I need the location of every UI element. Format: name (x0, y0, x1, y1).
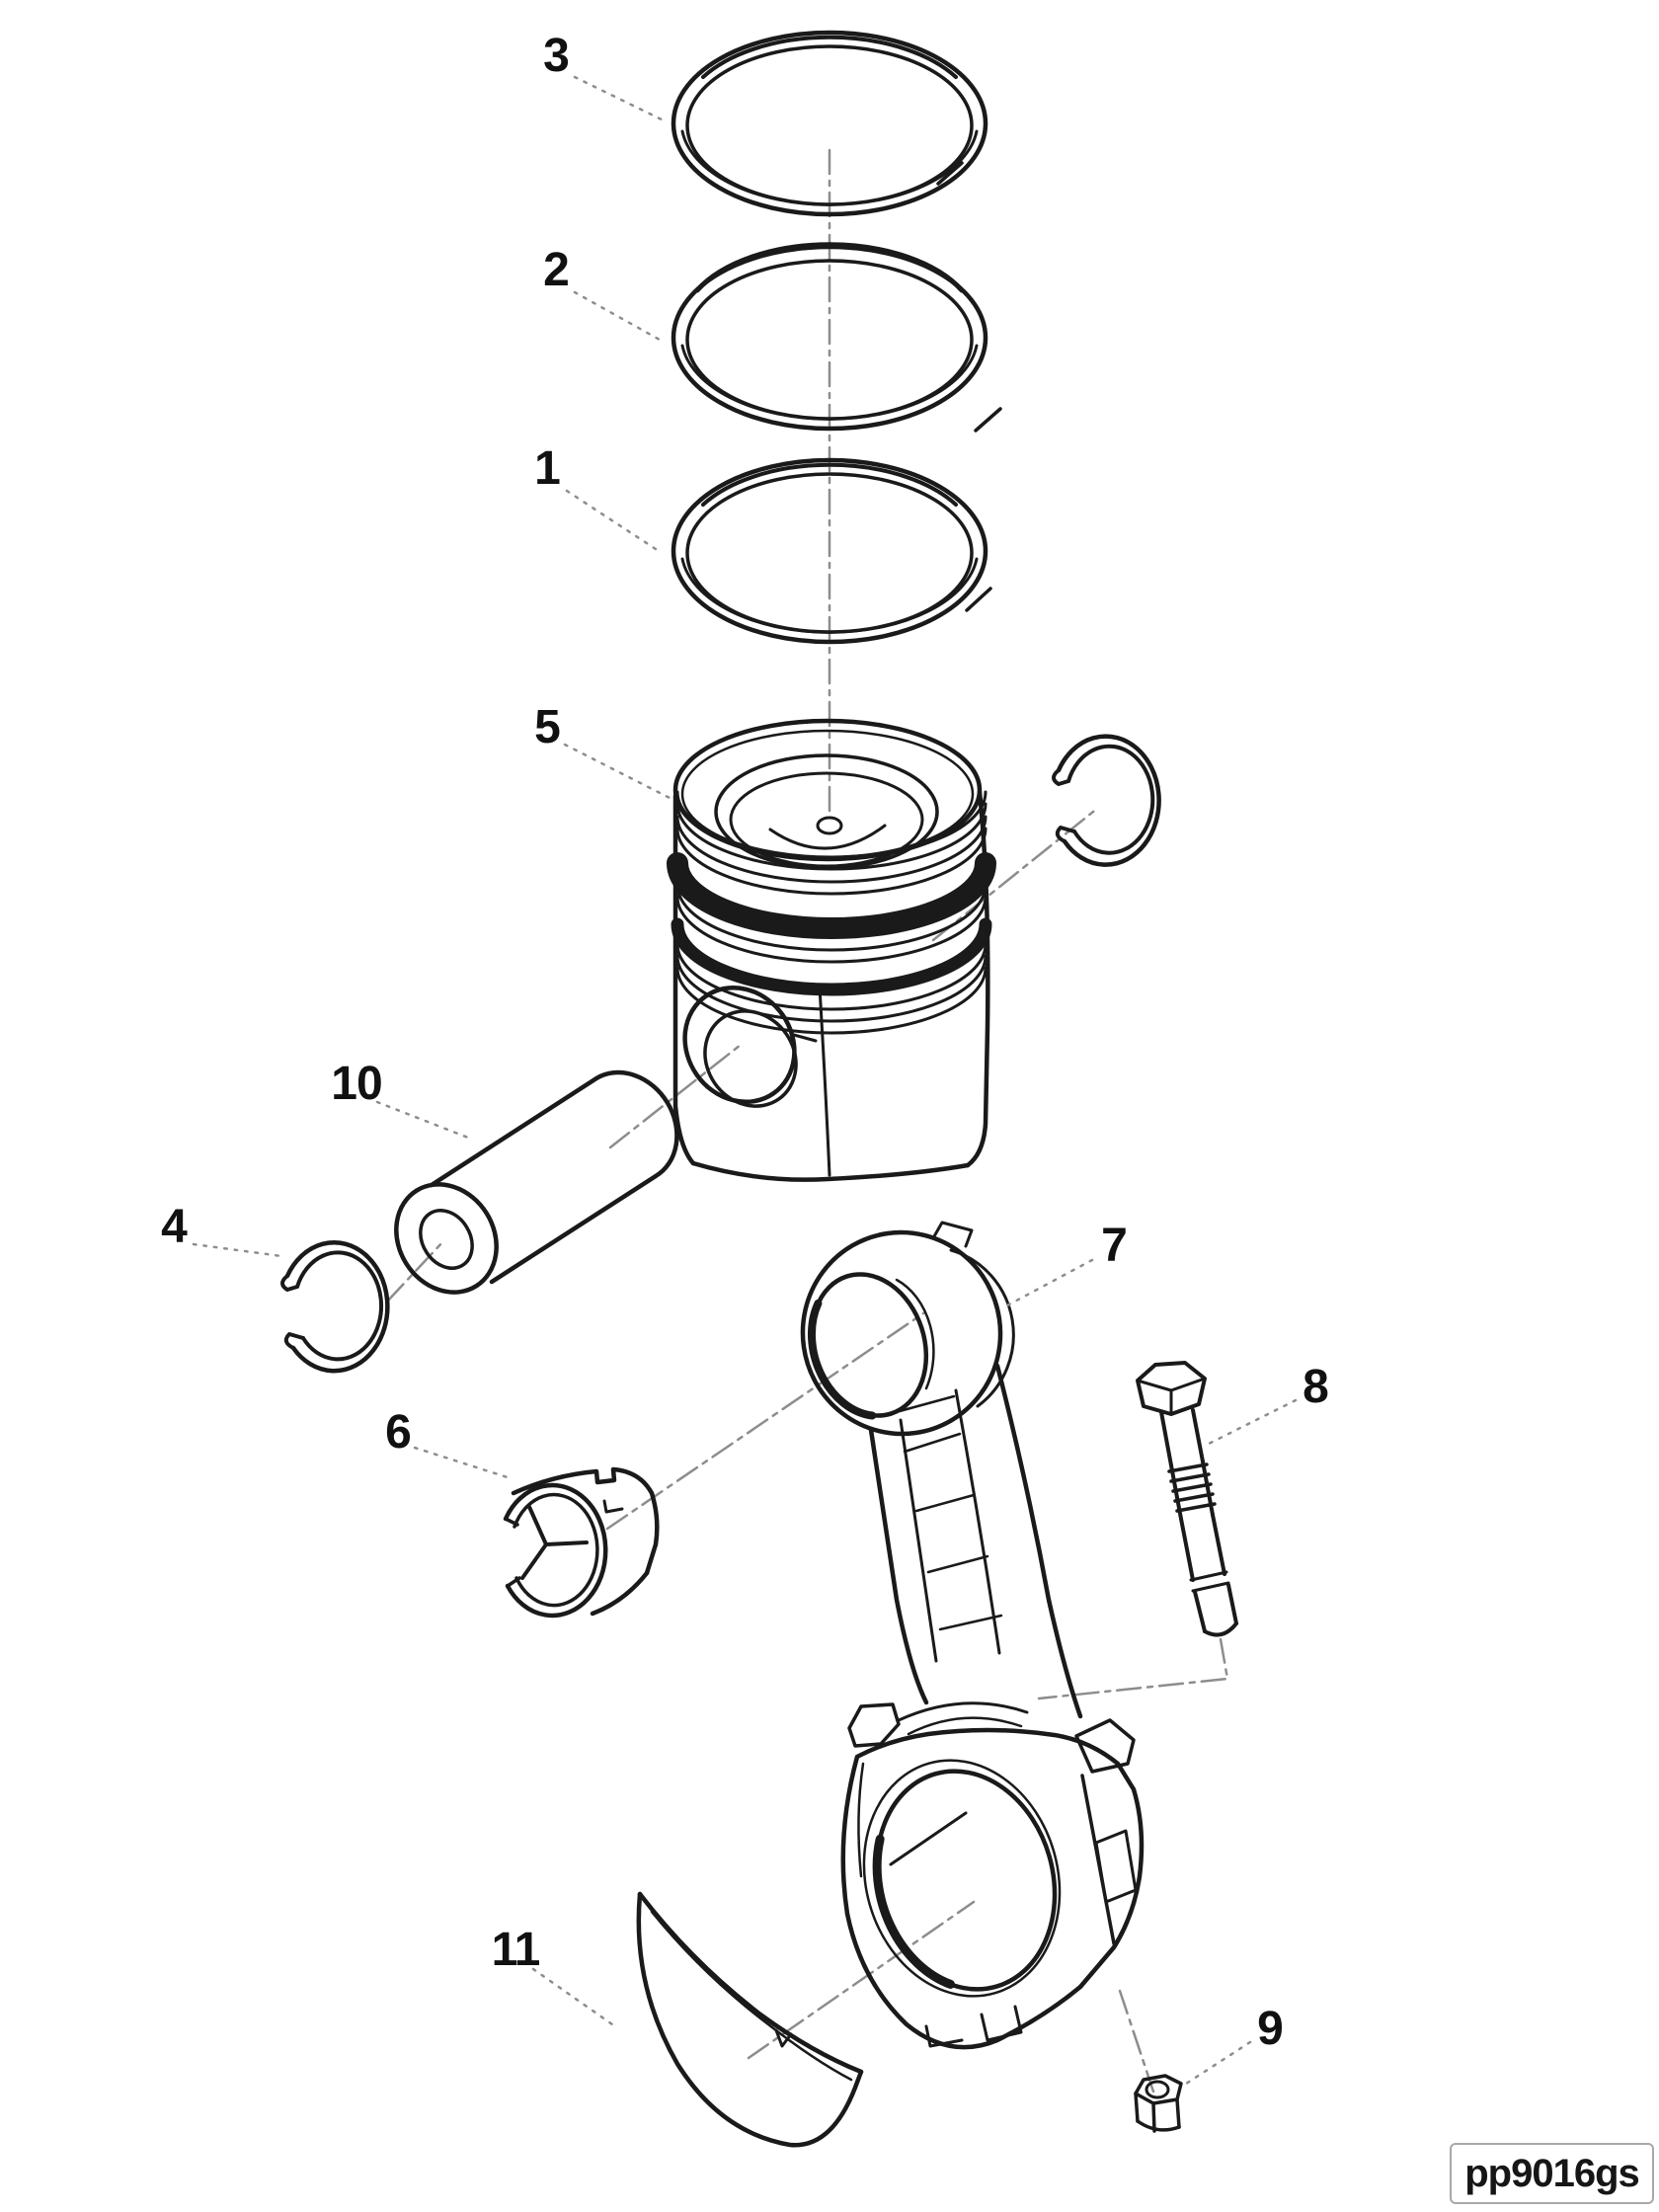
rod-bolt-drawing (1136, 1361, 1238, 1637)
leader-line-1 (565, 489, 664, 555)
callout-9: 9 (1257, 2003, 1284, 2055)
connecting-rod-drawing (800, 1221, 1145, 2050)
callout-3: 3 (543, 30, 570, 82)
piston-ring-3-drawing (671, 30, 988, 217)
rod-nut-drawing (1134, 2074, 1183, 2133)
piston-ring-2-drawing (671, 242, 1002, 433)
callout-1: 1 (534, 442, 561, 495)
leader-line-11 (531, 1967, 614, 2026)
bearing-shell-drawing (636, 1891, 864, 2148)
callout-8: 8 (1303, 1361, 1329, 1413)
part-code-label: pp9016gs (1464, 2151, 1640, 2195)
part-code-box: pp9016gs (1450, 2143, 1654, 2204)
callout-2: 2 (543, 244, 570, 296)
leader-line-9 (1181, 2040, 1252, 2088)
piston-drawing (667, 718, 996, 1182)
leader-line-2 (573, 290, 662, 342)
callout-11: 11 (491, 1924, 541, 1976)
callout-7: 7 (1101, 1220, 1128, 1272)
piston-ring-1-drawing (671, 457, 992, 645)
leader-line-5 (563, 743, 675, 802)
callout-5: 5 (534, 701, 561, 753)
rod-bushing-drawing (503, 1466, 660, 1619)
leader-line-4 (192, 1242, 283, 1258)
leader-line-7 (1005, 1258, 1094, 1307)
piston-pin-drawing (394, 1069, 679, 1295)
leader-line-3 (573, 75, 670, 124)
axis-lines (385, 148, 1229, 2094)
retaining-ring-right-drawing (1052, 734, 1161, 867)
callout-6: 6 (385, 1406, 412, 1459)
callout-10: 10 (331, 1058, 382, 1110)
leader-line-6 (413, 1446, 515, 1481)
callout-4: 4 (161, 1201, 188, 1253)
leader-line-8 (1207, 1398, 1298, 1446)
leader-line-10 (375, 1100, 470, 1140)
retaining-ring-4-drawing (280, 1240, 390, 1374)
